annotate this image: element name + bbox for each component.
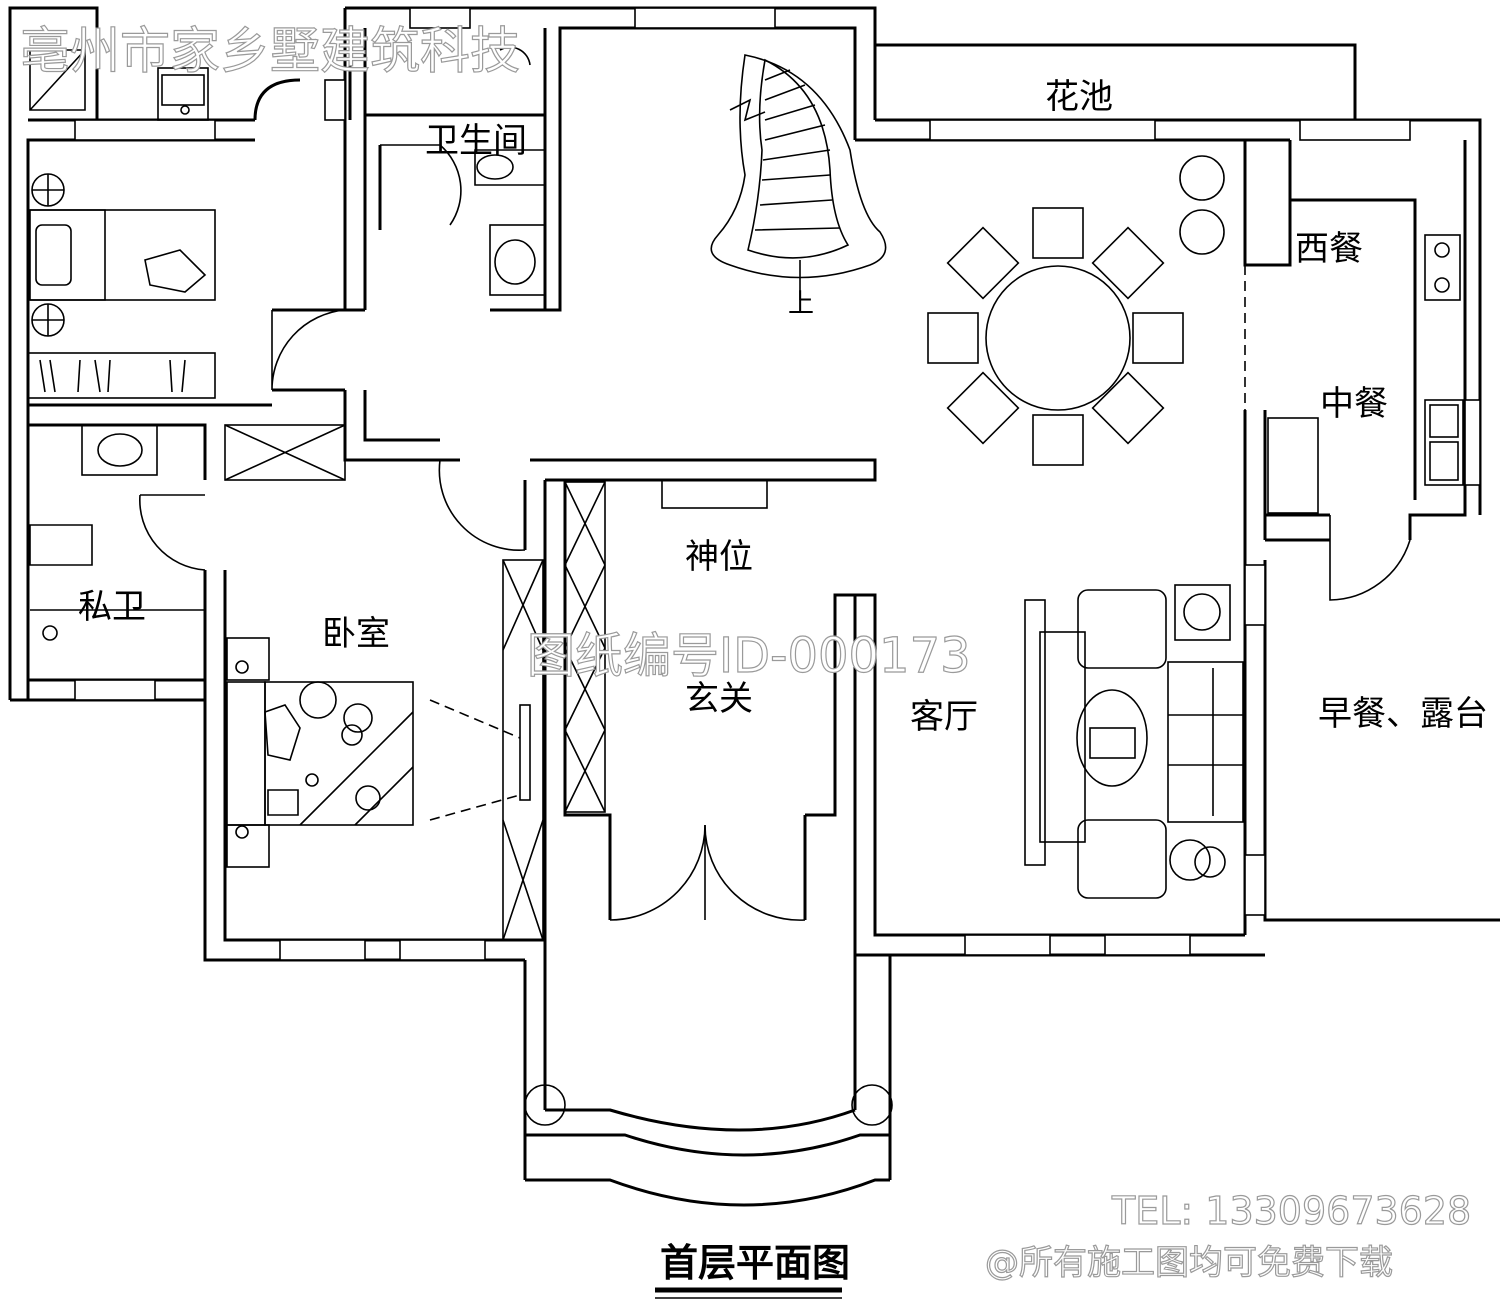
watermark-drawing-id: 图纸编号ID-000173 xyxy=(527,628,971,684)
label-shrine: 神位 xyxy=(685,537,753,577)
watermark-notice: @所有施工图均可免费下载 xyxy=(985,1243,1393,1283)
curved-staircase xyxy=(710,54,887,300)
label-breakfast-terrace: 早餐、露台 xyxy=(1318,694,1488,734)
windows xyxy=(74,7,1481,961)
walls xyxy=(8,6,1500,1207)
label-private-bath: 私卫 xyxy=(78,587,146,627)
label-western-dining: 西餐 xyxy=(1295,229,1363,269)
room-labels: 卫生间 花池 西餐 中餐 私卫 卧室 神位 玄关 客厅 早餐、露台 上 xyxy=(78,77,1488,737)
title-text: 首层平面图 xyxy=(660,1241,850,1285)
label-stair-up: 上 xyxy=(788,289,814,319)
furniture xyxy=(27,46,1464,1126)
doors xyxy=(139,144,1411,921)
label-living-room: 客厅 xyxy=(910,697,978,737)
watermark-company: 亳州市家乡墅建筑科技 xyxy=(20,22,520,80)
watermark-phone: TEL: 13309673628 xyxy=(1111,1189,1471,1233)
label-flower-bed: 花池 xyxy=(1045,77,1113,117)
label-foyer: 玄关 xyxy=(685,679,753,719)
label-bathroom: 卫生间 xyxy=(425,121,527,161)
label-bedroom: 卧室 xyxy=(322,614,390,654)
label-chinese-dining: 中餐 xyxy=(1320,384,1388,424)
watermarks: 亳州市家乡墅建筑科技 图纸编号ID-000173 TEL: 1330967362… xyxy=(19,21,1471,1283)
plan-title: 首层平面图 xyxy=(655,1241,850,1299)
